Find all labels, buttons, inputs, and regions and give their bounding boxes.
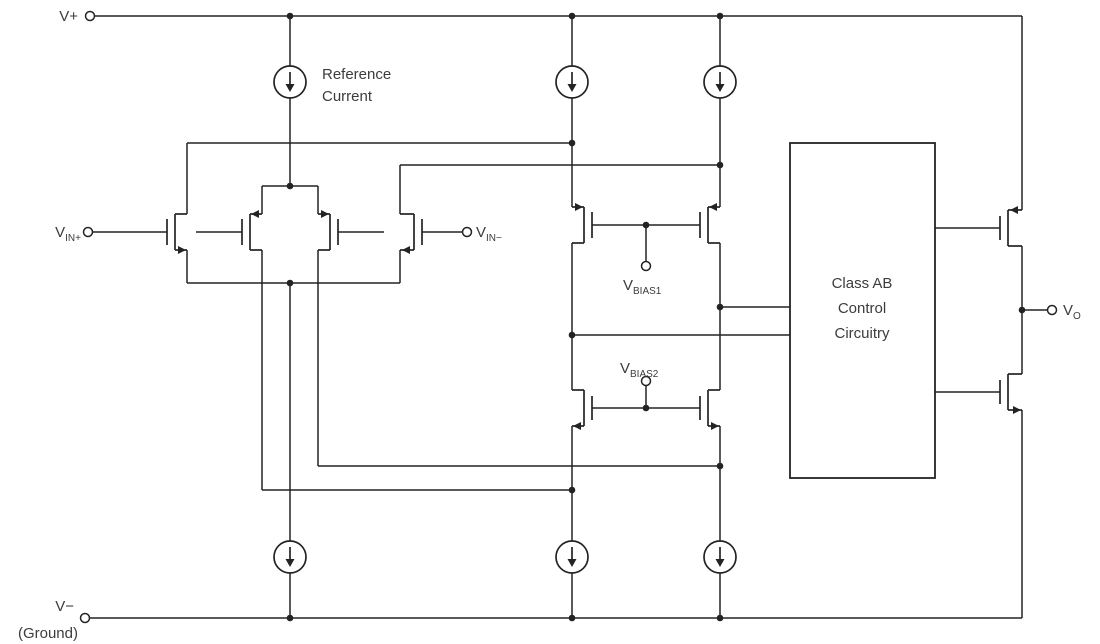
mosfet-cascode-top-left — [572, 203, 593, 244]
mosfet-output-bottom — [999, 373, 1022, 414]
mosfet-input-inner-left — [241, 210, 262, 251]
terminal-vo — [1046, 304, 1058, 316]
current-source-bottom-right — [703, 540, 737, 574]
label-reference-current-line2: Current — [322, 88, 373, 105]
label-reference-current-line1: Reference — [322, 66, 391, 83]
label-vin-minus: VIN− — [476, 224, 502, 244]
current-source-bottom-middle — [555, 540, 589, 574]
label-ground: (Ground) — [18, 625, 78, 642]
terminal-vin-minus — [461, 226, 473, 238]
class-ab-label-line3: Circuitry — [835, 325, 890, 342]
mosfet-cascode-bottom-left — [572, 389, 593, 430]
mosfet-input-inner-right — [318, 210, 339, 251]
terminal-vin-plus — [82, 226, 94, 238]
terminals — [79, 10, 1058, 624]
label-v-minus: V− — [55, 598, 74, 615]
label-vo: VO — [1063, 302, 1081, 322]
label-v-plus: V+ — [59, 8, 78, 25]
label-vbias2: VBIAS2 — [620, 360, 659, 380]
mosfet-output-top — [999, 206, 1022, 247]
current-source-top-right — [703, 65, 737, 99]
mosfet-input-outer-right — [400, 213, 423, 254]
junction-dots — [286, 12, 1026, 622]
terminal-vbias2 — [640, 375, 652, 387]
current-source-bottom-left — [273, 540, 307, 574]
terminal-v-plus — [84, 10, 96, 22]
label-vin-plus: VIN+ — [55, 224, 81, 244]
class-ab-label-line2: Control — [838, 300, 886, 317]
wires — [89, 15, 1047, 619]
label-vbias1: VBIAS1 — [623, 277, 662, 297]
terminal-v-minus — [79, 612, 91, 624]
class-ab-label-line1: Class AB — [832, 275, 893, 292]
class-ab-box — [789, 142, 936, 479]
current-source-top-middle — [555, 65, 589, 99]
mosfet-cascode-top-right — [699, 203, 720, 244]
current-source-reference — [273, 65, 307, 99]
mosfet-cascode-bottom-right — [699, 389, 720, 430]
terminal-vbias1 — [640, 260, 652, 272]
mosfet-input-outer-left — [166, 213, 187, 254]
